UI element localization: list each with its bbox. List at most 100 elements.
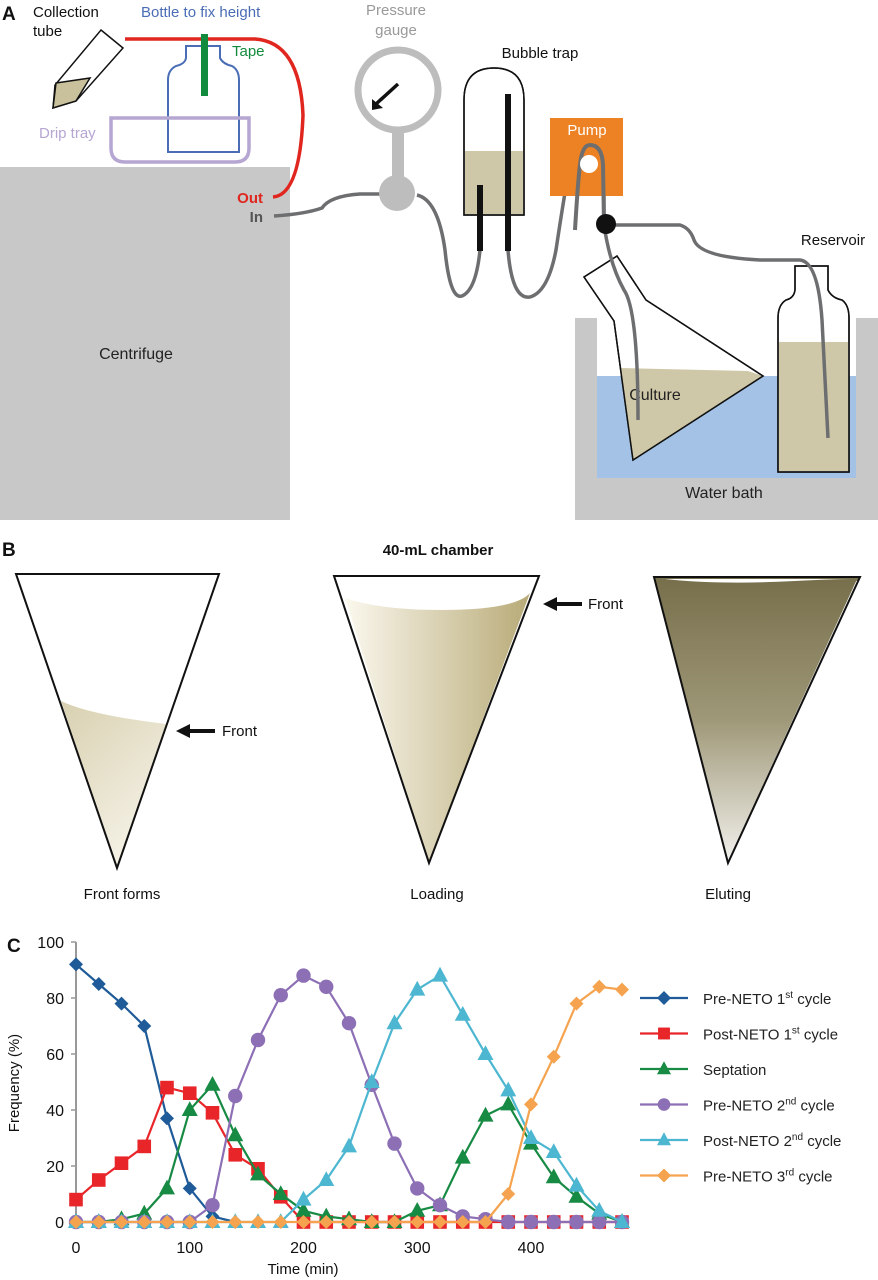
data-point bbox=[387, 1215, 402, 1229]
pressure-gauge-label-1: Pressure bbox=[366, 2, 426, 19]
arrow-left-icon bbox=[176, 724, 190, 738]
data-point bbox=[69, 1215, 83, 1229]
series-line bbox=[75, 1086, 622, 1224]
height-bottle bbox=[167, 45, 240, 153]
legend-marker-icon bbox=[657, 1132, 671, 1146]
y-tick-label: 0 bbox=[55, 1215, 64, 1232]
collection-tube-label-2: tube bbox=[33, 23, 62, 40]
chamber-eluting bbox=[652, 576, 862, 866]
data-point bbox=[386, 1014, 403, 1030]
tape bbox=[201, 34, 208, 96]
legend-marker-icon bbox=[657, 991, 671, 1005]
x-axis-label: Time (min) bbox=[267, 1261, 338, 1278]
data-point bbox=[409, 980, 426, 996]
data-point bbox=[227, 1126, 244, 1142]
legend-label: Pre-NETO 3rd cycle bbox=[703, 1168, 833, 1186]
data-point bbox=[477, 1045, 494, 1060]
data-point bbox=[454, 1006, 471, 1021]
data-point bbox=[342, 1215, 356, 1229]
data-point bbox=[182, 1215, 197, 1229]
series-pre-neto-3rd-cycle bbox=[69, 979, 629, 1229]
data-point bbox=[204, 1076, 221, 1091]
data-point bbox=[160, 1215, 174, 1229]
collection-tube bbox=[52, 28, 125, 110]
data-point bbox=[273, 988, 288, 1003]
series-line bbox=[76, 974, 623, 1224]
data-point bbox=[205, 1106, 220, 1120]
y-axis-label: Frequency (%) bbox=[6, 1034, 23, 1132]
y-tick-label: 100 bbox=[37, 935, 64, 952]
legend-item: Pre-NETO 3rd cycle bbox=[640, 1168, 833, 1186]
front-label-1: Front bbox=[222, 723, 258, 740]
tube-to-reservoir bbox=[606, 223, 830, 439]
inflow-tube bbox=[273, 192, 385, 218]
data-point bbox=[341, 1016, 357, 1031]
legend-label: Pre-NETO 1st cycle bbox=[703, 990, 831, 1008]
data-point bbox=[228, 1148, 243, 1162]
data-point bbox=[205, 1198, 220, 1213]
data-point bbox=[546, 1214, 561, 1230]
tube-gauge-to-trap bbox=[416, 193, 482, 298]
data-point bbox=[410, 1181, 425, 1196]
series-post-neto-1st-cycle bbox=[69, 1080, 629, 1229]
reservoir-label: Reservoir bbox=[801, 232, 865, 249]
pressure-gauge bbox=[354, 46, 442, 211]
data-point bbox=[91, 1173, 106, 1187]
data-point bbox=[364, 1215, 379, 1229]
legend-item: Post-NETO 2nd cycle bbox=[640, 1132, 841, 1150]
data-point bbox=[272, 1185, 289, 1200]
data-point bbox=[160, 1111, 174, 1126]
front-label-2: Front bbox=[588, 596, 624, 613]
legend-label: Septation bbox=[703, 1062, 766, 1079]
drip-tray bbox=[109, 116, 251, 164]
y-tick-label: 40 bbox=[46, 1103, 64, 1120]
legend-item: Post-NETO 1st cycle bbox=[640, 1026, 838, 1044]
drip-tray-label: Drip tray bbox=[39, 125, 96, 142]
data-point bbox=[137, 1215, 152, 1229]
front-arrow-1 bbox=[176, 724, 215, 738]
data-point bbox=[182, 1181, 197, 1196]
data-point bbox=[250, 1032, 266, 1048]
data-point bbox=[614, 1213, 630, 1228]
chamber-title: 40-mL chamber bbox=[383, 542, 494, 559]
data-point bbox=[205, 1215, 220, 1229]
series-pre-neto-2nd-cycle bbox=[68, 968, 630, 1230]
data-point bbox=[615, 982, 629, 997]
data-point bbox=[295, 1202, 312, 1217]
data-point bbox=[455, 1215, 470, 1229]
data-point bbox=[524, 1097, 538, 1112]
panel-c-letter: C bbox=[7, 936, 21, 957]
caption-eluting: Eluting bbox=[705, 886, 751, 903]
legend-label: Post-NETO 2nd cycle bbox=[703, 1132, 841, 1150]
data-point bbox=[545, 1143, 562, 1158]
data-point bbox=[432, 966, 448, 982]
x-tick-label: 400 bbox=[518, 1240, 545, 1257]
series-line bbox=[76, 974, 622, 1224]
data-point bbox=[69, 1192, 83, 1207]
data-point bbox=[454, 1148, 471, 1164]
panel-b-chambers: B 40-mL chamber Front Front forms Front … bbox=[2, 540, 862, 903]
gauge-needle-icon bbox=[374, 82, 400, 106]
data-point bbox=[523, 1214, 539, 1230]
legend-marker-icon bbox=[657, 1098, 671, 1111]
data-point bbox=[318, 1171, 335, 1186]
data-point bbox=[228, 1088, 243, 1104]
chamber-loading bbox=[332, 575, 541, 866]
data-point bbox=[545, 1168, 562, 1184]
data-point bbox=[319, 979, 334, 994]
data-point bbox=[477, 1106, 494, 1122]
reservoir-bottle bbox=[777, 265, 850, 473]
data-point bbox=[568, 1176, 585, 1192]
legend-label: Pre-NETO 2nd cycle bbox=[703, 1097, 835, 1115]
collection-tube-label-1: Collection bbox=[33, 4, 99, 21]
legend-item: Septation bbox=[640, 1061, 766, 1079]
data-point bbox=[341, 1137, 357, 1153]
pump[interactable] bbox=[550, 118, 623, 231]
data-point bbox=[182, 1086, 197, 1100]
series-line bbox=[75, 963, 236, 1224]
legend-marker-icon bbox=[657, 1061, 671, 1075]
data-point bbox=[432, 1198, 448, 1213]
tube-junction bbox=[596, 214, 616, 234]
data-point bbox=[569, 996, 584, 1011]
